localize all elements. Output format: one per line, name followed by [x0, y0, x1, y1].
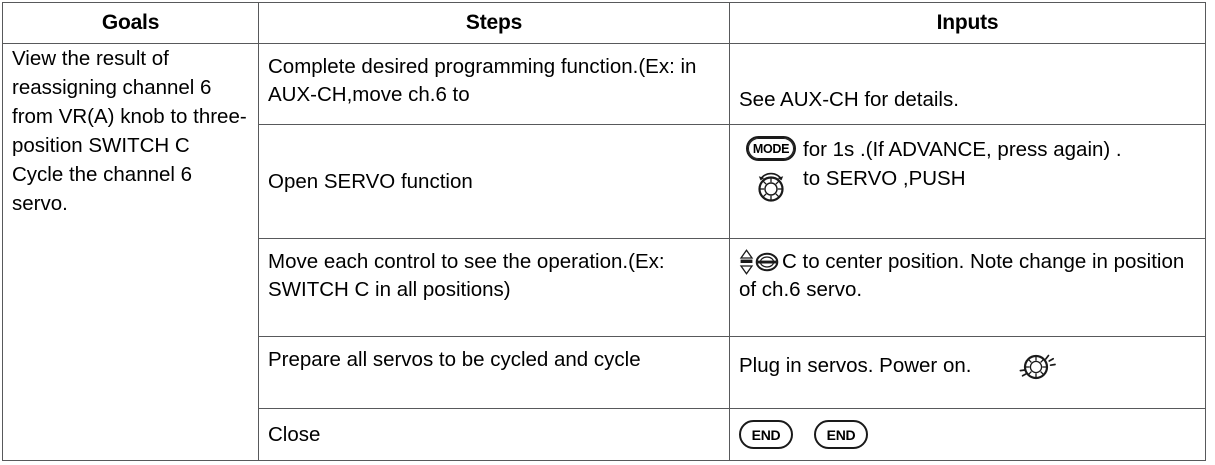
procedure-table: Goals Steps Inputs View the result of re… [2, 2, 1206, 461]
power-knob-icon[interactable] [1017, 346, 1059, 386]
end-button-icon[interactable]: END [814, 420, 868, 449]
inputs-row-3-content: C to center position. Note change in pos… [739, 248, 1199, 304]
column-header-inputs: Inputs [729, 2, 1206, 44]
steps-cell-4: Prepare all servos to be cycled and cycl… [258, 336, 730, 409]
table-row: Open SERVO function MODE [3, 124, 1206, 239]
steps-text-3: Move each control to see the operation.(… [268, 250, 665, 301]
table-header-row: Goals Steps Inputs [2, 2, 1206, 44]
column-header-goals: Goals [2, 2, 259, 44]
steps-cell-1: Complete desired programming function.(E… [258, 43, 730, 125]
rotary-knob-icon[interactable] [753, 169, 789, 205]
table-row: Prepare all servos to be cycled and cycl… [3, 336, 1206, 409]
end-button-label-1: END [751, 426, 781, 443]
end-button-icon[interactable]: END [739, 420, 793, 449]
inputs-cell-4: Plug in servos. Power on. [729, 336, 1206, 409]
steps-text-2: Open SERVO function [268, 169, 473, 193]
inputs-row-3-icons [739, 249, 779, 275]
steps-cell-2: Open SERVO function [258, 124, 730, 239]
procedure-table-container: Goals Steps Inputs View the result of re… [2, 2, 1206, 461]
inputs-cell-1: See AUX-CH for details. [729, 43, 1206, 125]
mode-button-label: MODE [748, 138, 794, 159]
table-row: View the result of reassigning channel 6… [2, 43, 1206, 461]
goals-text: View the result of reassigning channel 6… [12, 47, 247, 215]
column-header-steps: Steps [258, 2, 730, 44]
steps-text-5: Close [268, 422, 321, 446]
steps-text-1: Complete desired programming function.(E… [268, 55, 697, 106]
inputs-row-4-content: Plug in servos. Power on. [739, 346, 1199, 386]
steps-cell-3: Move each control to see the operation.(… [258, 238, 730, 337]
inputs-cell-5: END END [729, 408, 1206, 461]
three-position-switch-icon[interactable] [755, 250, 779, 274]
inputs-cell-3: C to center position. Note change in pos… [729, 238, 1206, 337]
inputs-row-5-content: END END [739, 420, 1199, 449]
end-button-label-2: END [826, 426, 856, 443]
inputs-text-1: See AUX-CH for details. [739, 88, 959, 111]
inputs-text-3: C to center position. Note change in pos… [739, 250, 1185, 301]
inputs-row-2-content: MODE [739, 134, 1199, 205]
inputs-text-2: for 1s .(If ADVANCE, press again) . to S… [803, 138, 1122, 190]
inputs-row-2-icons: MODE [739, 134, 803, 205]
inputs-cell-2: MODE [729, 124, 1206, 239]
steps-cell-5: Close [258, 408, 730, 461]
inputs-text-4: Plug in servos. Power on. [739, 354, 972, 377]
up-down-switch-icon[interactable] [739, 249, 754, 275]
steps-text-4: Prepare all servos to be cycled and cycl… [268, 348, 641, 371]
table-row: Close END END [3, 408, 1206, 461]
table-row: Move each control to see the operation.(… [3, 238, 1206, 337]
goals-cell: View the result of reassigning channel 6… [2, 43, 259, 461]
mode-button-icon[interactable]: MODE [746, 136, 796, 161]
